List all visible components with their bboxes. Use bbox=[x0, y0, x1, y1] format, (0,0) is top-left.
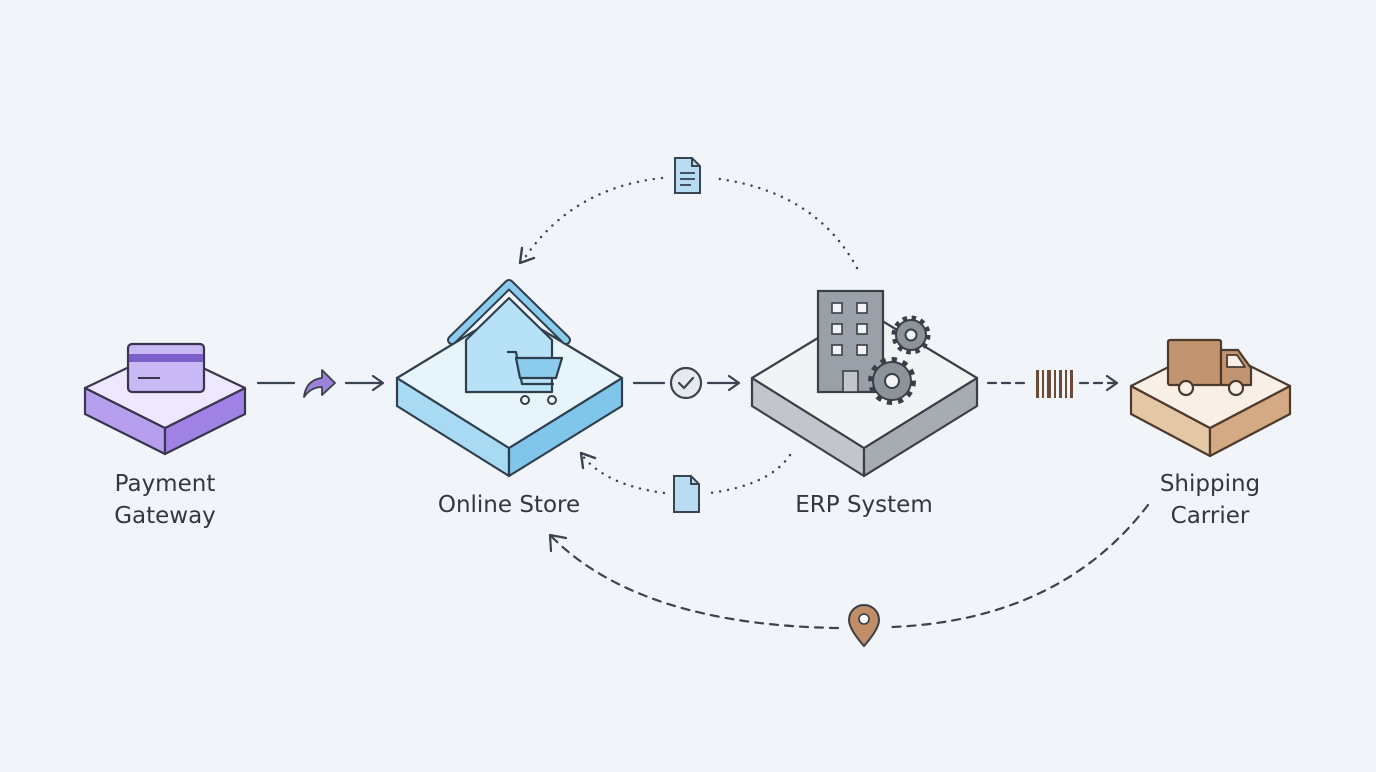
node-erp-system[interactable] bbox=[750, 289, 979, 478]
store-cart-icon bbox=[447, 279, 571, 405]
label-line: Gateway bbox=[114, 503, 216, 529]
document-icon bbox=[673, 475, 700, 513]
delivery-truck-icon bbox=[1166, 338, 1253, 397]
node-shipping-carrier[interactable] bbox=[1129, 338, 1292, 458]
shipping-carrier-label: Shipping Carrier bbox=[1130, 468, 1290, 532]
label-line: Payment bbox=[114, 471, 216, 497]
payment-gateway-label: Payment Gateway bbox=[85, 468, 245, 532]
connector-erp-to-store-lower bbox=[579, 451, 792, 495]
label-line: Carrier bbox=[1170, 503, 1250, 529]
location-pin-icon bbox=[847, 604, 881, 648]
label-line: ERP System bbox=[795, 492, 933, 518]
gear-icon bbox=[891, 315, 931, 355]
connector-store-to-erp bbox=[632, 374, 741, 392]
document-icon bbox=[674, 157, 701, 194]
erp-system-label: ERP System bbox=[759, 489, 969, 521]
connector-erp-to-shipping bbox=[986, 374, 1119, 392]
label-line: Online Store bbox=[437, 492, 581, 518]
building-gears-icon bbox=[816, 289, 931, 405]
online-store-label: Online Store bbox=[404, 489, 614, 521]
connector-shipping-to-store bbox=[548, 503, 1150, 630]
node-payment-gateway[interactable] bbox=[83, 342, 247, 456]
connector-erp-to-store-upper bbox=[518, 176, 859, 270]
node-online-store[interactable] bbox=[395, 279, 624, 478]
gear-icon bbox=[868, 357, 916, 405]
label-line: Shipping bbox=[1159, 471, 1261, 497]
connector-payment-to-store bbox=[256, 374, 385, 392]
share-arrow-icon bbox=[303, 369, 336, 398]
credit-card-icon bbox=[126, 342, 206, 394]
check-circle-icon bbox=[669, 366, 703, 400]
barcode-icon bbox=[1036, 370, 1073, 398]
